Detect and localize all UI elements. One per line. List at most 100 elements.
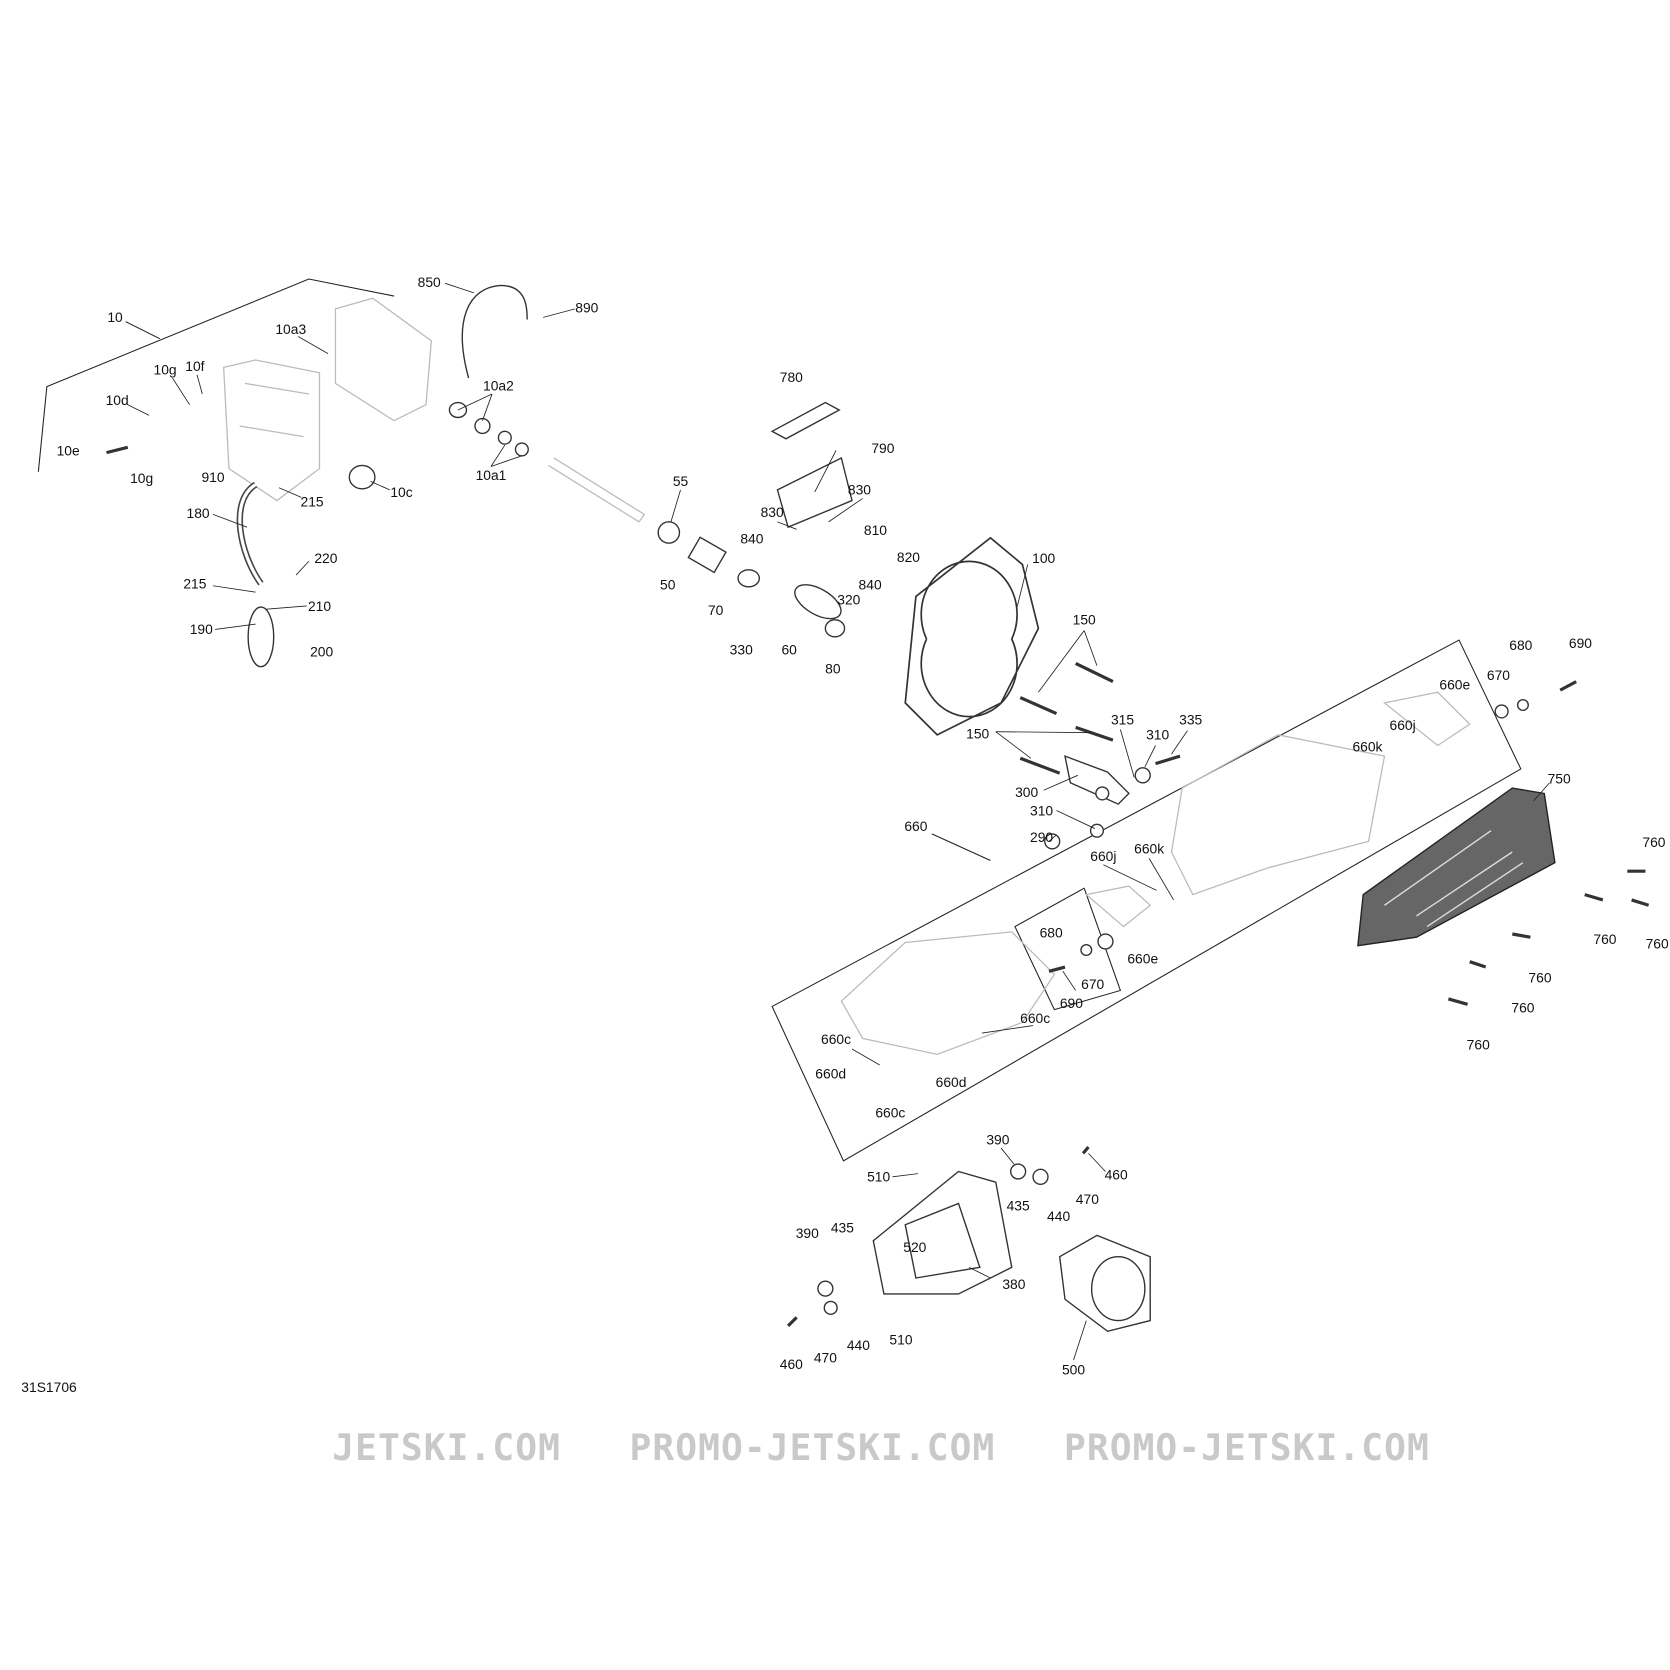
callout-760[interactable]: 760 bbox=[1466, 1036, 1490, 1053]
arm-300 bbox=[1064, 755, 1130, 805]
callout-180[interactable]: 180 bbox=[186, 505, 210, 522]
callout-210[interactable]: 210 bbox=[307, 597, 332, 614]
callout-660[interactable]: 660 bbox=[904, 818, 928, 835]
callout-690[interactable]: 690 bbox=[1568, 635, 1593, 652]
group-frame-660e bbox=[1014, 887, 1122, 1011]
callout-100[interactable]: 100 bbox=[1032, 550, 1056, 567]
callout-850[interactable]: 850 bbox=[417, 274, 441, 291]
callout-320[interactable]: 320 bbox=[837, 591, 861, 608]
callout-10e[interactable]: 10e bbox=[56, 442, 80, 459]
callout-460[interactable]: 460 bbox=[779, 1356, 803, 1373]
callout-510[interactable]: 510 bbox=[889, 1331, 913, 1348]
callout-150[interactable]: 150 bbox=[966, 725, 990, 742]
callout-660c[interactable]: 660c bbox=[1020, 1010, 1051, 1027]
callout-890[interactable]: 890 bbox=[575, 299, 599, 316]
clamp-55 bbox=[657, 521, 681, 544]
callout-660c[interactable]: 660c bbox=[875, 1104, 906, 1121]
callout-390[interactable]: 390 bbox=[795, 1225, 819, 1242]
callout-910[interactable]: 910 bbox=[201, 469, 225, 486]
callout-150[interactable]: 150 bbox=[1072, 611, 1096, 628]
callout-380[interactable]: 380 bbox=[1002, 1276, 1026, 1293]
callout-690[interactable]: 690 bbox=[1059, 995, 1083, 1012]
plate-380 bbox=[872, 1170, 1013, 1295]
callout-810[interactable]: 810 bbox=[863, 522, 887, 539]
callout-435[interactable]: 435 bbox=[1006, 1197, 1030, 1214]
callout-10a3[interactable]: 10a3 bbox=[275, 321, 307, 338]
callout-470[interactable]: 470 bbox=[813, 1349, 837, 1366]
engine-housing-ghost bbox=[222, 359, 321, 502]
callout-660j[interactable]: 660j bbox=[1389, 717, 1416, 734]
callout-840[interactable]: 840 bbox=[740, 530, 764, 547]
callout-300[interactable]: 300 bbox=[1015, 784, 1039, 801]
bolts bbox=[106, 445, 1650, 1328]
callout-660e[interactable]: 660e bbox=[1127, 950, 1159, 967]
callout-660e[interactable]: 660e bbox=[1439, 676, 1471, 693]
callout-670[interactable]: 670 bbox=[1486, 667, 1511, 684]
callout-510[interactable]: 510 bbox=[867, 1168, 891, 1185]
callout-760[interactable]: 760 bbox=[1642, 834, 1666, 851]
callout-760[interactable]: 760 bbox=[1511, 999, 1535, 1016]
callout-190[interactable]: 190 bbox=[189, 621, 213, 638]
callout-760[interactable]: 760 bbox=[1645, 935, 1669, 952]
callout-330[interactable]: 330 bbox=[729, 641, 753, 658]
callout-10a2[interactable]: 10a2 bbox=[483, 377, 514, 394]
callout-500[interactable]: 500 bbox=[1061, 1361, 1086, 1378]
callout-760[interactable]: 760 bbox=[1528, 969, 1552, 986]
callout-660k[interactable]: 660k bbox=[1352, 738, 1383, 755]
housing-100 bbox=[904, 536, 1040, 736]
heat-shield-ghost bbox=[1084, 691, 1471, 928]
bellows-200 bbox=[247, 606, 275, 668]
callout-760[interactable]: 760 bbox=[1593, 931, 1617, 948]
drive-shaft-ghost bbox=[548, 457, 646, 523]
callout-780[interactable]: 780 bbox=[779, 369, 803, 385]
callout-55[interactable]: 55 bbox=[672, 473, 689, 490]
callout-470[interactable]: 470 bbox=[1075, 1191, 1099, 1208]
callout-10f[interactable]: 10f bbox=[185, 358, 205, 375]
callout-215[interactable]: 215 bbox=[183, 575, 207, 592]
callout-10c[interactable]: 10c bbox=[390, 484, 413, 501]
callout-200[interactable]: 200 bbox=[310, 643, 334, 660]
callout-70[interactable]: 70 bbox=[707, 602, 724, 619]
callout-315[interactable]: 315 bbox=[1110, 711, 1135, 728]
callout-10g[interactable]: 10g bbox=[130, 470, 154, 487]
cover-ghost-660 bbox=[1170, 734, 1386, 896]
callout-750[interactable]: 750 bbox=[1547, 770, 1571, 787]
callout-10g[interactable]: 10g bbox=[153, 361, 177, 378]
callout-840[interactable]: 840 bbox=[858, 576, 882, 593]
callout-50[interactable]: 50 bbox=[660, 576, 676, 593]
callout-670[interactable]: 670 bbox=[1081, 976, 1105, 993]
callout-440[interactable]: 440 bbox=[846, 1337, 870, 1354]
callout-830[interactable]: 830 bbox=[760, 504, 784, 521]
callout-660d[interactable]: 660d bbox=[815, 1065, 847, 1082]
callout-660j[interactable]: 660j bbox=[1090, 848, 1117, 865]
callout-310[interactable]: 310 bbox=[1030, 802, 1054, 819]
callout-310[interactable]: 310 bbox=[1146, 726, 1170, 743]
callout-60[interactable]: 60 bbox=[781, 641, 797, 658]
callout-10a1[interactable]: 10a1 bbox=[475, 467, 507, 483]
callout-680[interactable]: 680 bbox=[1509, 637, 1533, 654]
bracket-790 bbox=[776, 456, 853, 529]
callout-440[interactable]: 440 bbox=[1047, 1208, 1071, 1225]
callout-660c[interactable]: 660c bbox=[821, 1031, 852, 1048]
callout-10[interactable]: 10 bbox=[107, 309, 123, 326]
muffler-750 bbox=[1357, 787, 1556, 947]
callout-680[interactable]: 680 bbox=[1039, 924, 1063, 941]
muffler-750-ribs bbox=[1384, 830, 1524, 928]
callout-390[interactable]: 390 bbox=[986, 1131, 1010, 1148]
bracket-780 bbox=[770, 401, 841, 440]
callout-10d[interactable]: 10d bbox=[105, 392, 129, 409]
callout-660k[interactable]: 660k bbox=[1134, 840, 1165, 857]
callout-435[interactable]: 435 bbox=[830, 1219, 854, 1236]
callout-80[interactable]: 80 bbox=[825, 660, 841, 677]
callout-660d[interactable]: 660d bbox=[935, 1074, 967, 1091]
callout-830[interactable]: 830 bbox=[847, 481, 872, 498]
callout-790[interactable]: 790 bbox=[871, 440, 895, 457]
callout-460[interactable]: 460 bbox=[1104, 1166, 1128, 1183]
callout-820[interactable]: 820 bbox=[896, 549, 921, 565]
callout-220[interactable]: 220 bbox=[314, 550, 338, 567]
callout-215[interactable]: 215 bbox=[300, 493, 324, 510]
callout-520[interactable]: 520 bbox=[903, 1239, 927, 1256]
callout-335[interactable]: 335 bbox=[1179, 711, 1203, 728]
callout-290[interactable]: 290 bbox=[1030, 829, 1054, 846]
